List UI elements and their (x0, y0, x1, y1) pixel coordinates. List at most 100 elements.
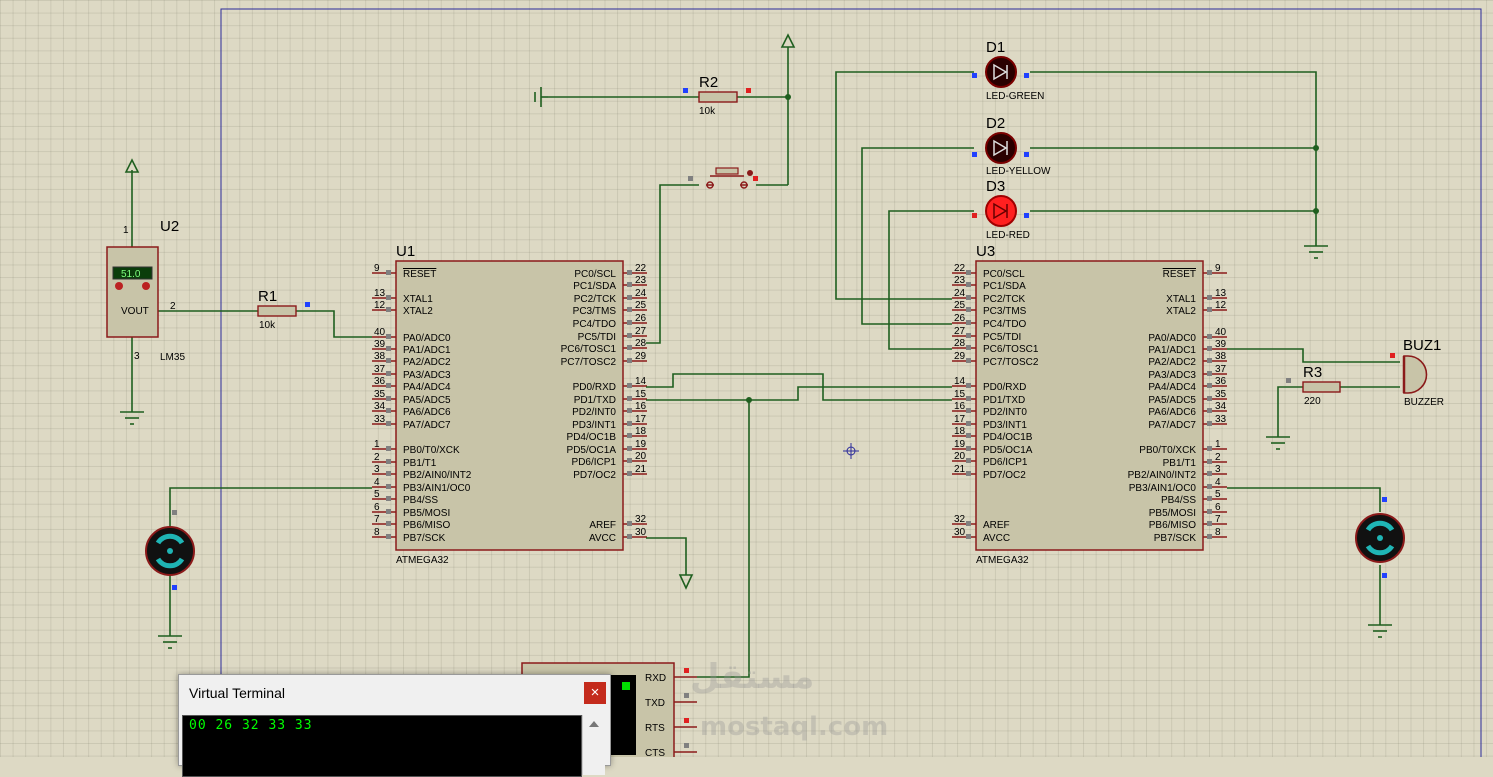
r3-resistor[interactable]: R3 220 (1302, 364, 1341, 407)
r2-resistor[interactable]: R2 10k (698, 74, 738, 117)
decrement-icon[interactable] (115, 282, 123, 290)
schematic-canvas[interactable]: U1 ATMEGA32 9RESET13XTAL112XTAL240PA0/AD… (0, 0, 1493, 757)
d2-led-yellow[interactable]: D2 LED-YELLOW (985, 115, 1051, 177)
close-button[interactable]: × (584, 682, 606, 704)
u2-temperature-sensor[interactable]: 51.0 VOUT U2 LM35 1 2 3 (106, 218, 185, 363)
motor-2[interactable] (1355, 513, 1405, 563)
serial-pin-cts[interactable]: CTS (645, 743, 697, 757)
virtual-terminal-screen[interactable]: 00 26 32 33 33 (182, 715, 582, 777)
r1-resistor[interactable]: R1 10k (257, 288, 297, 331)
u1-microcontroller[interactable]: U1 ATMEGA32 9RESET13XTAL112XTAL240PA0/AD… (372, 243, 647, 566)
scroll-up-icon[interactable] (589, 721, 599, 727)
serial-pin-rxd[interactable]: RXD (645, 668, 697, 684)
virtual-terminal-window[interactable]: Virtual Terminal × 00 26 32 33 33 (178, 674, 611, 777)
increment-icon[interactable] (142, 282, 150, 290)
reset-pushbutton[interactable] (706, 167, 753, 189)
motor-1[interactable] (145, 526, 195, 576)
pin-number: 18 (954, 426, 966, 437)
vertical-scrollbar[interactable] (582, 715, 605, 775)
serial-pin-txd[interactable]: TXD (645, 693, 697, 709)
buz1-buzzer[interactable]: BUZ1 BUZZER (1402, 337, 1444, 408)
d1-led-green[interactable]: D1 LED-GREEN (985, 39, 1044, 102)
serial-pin-rts[interactable]: RTS (645, 718, 697, 734)
d3-led-red[interactable]: D3 LED-RED (985, 178, 1030, 241)
u3-microcontroller[interactable]: U3 ATMEGA32 22PC0/SCL23PC1/SDA24PC2/TCK2… (952, 243, 1227, 566)
